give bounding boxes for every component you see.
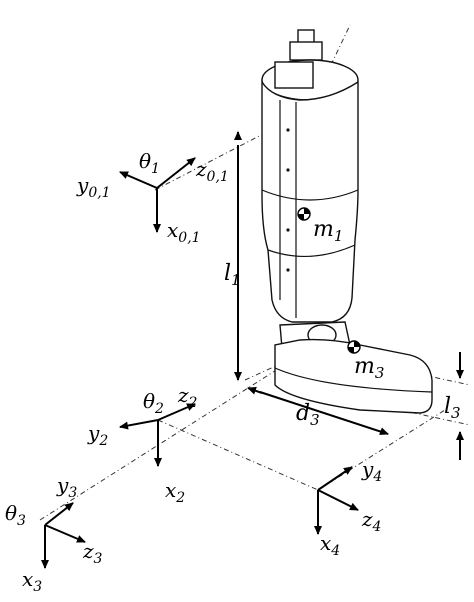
d3-arrow-left <box>247 386 263 395</box>
y3-label: y3 <box>56 473 77 501</box>
theta1-label: θ1 <box>139 149 160 177</box>
z3-axis-arrow <box>44 524 86 543</box>
top-adapter <box>289 41 323 61</box>
z2-label: z2 <box>177 383 198 411</box>
frame-3: θ3 y3 z3 x3 <box>5 473 103 595</box>
dimension-d3 <box>247 386 389 435</box>
x2-label: x2 <box>165 478 185 506</box>
m1-label: m1 <box>313 217 343 245</box>
d3-arrow-right <box>379 427 389 435</box>
z01-label: z0,1 <box>195 157 229 185</box>
rivet <box>286 128 290 132</box>
x4-label: x4 <box>320 531 340 559</box>
prosthetic-leg <box>261 29 433 414</box>
top-motor-block <box>274 61 314 89</box>
d3-label: d3 <box>296 401 320 429</box>
x3-label: x3 <box>22 567 42 595</box>
z01-axis-arrow <box>156 157 196 189</box>
frame-2: θ2 y2 z2 x2 <box>87 383 198 506</box>
shank-taper-line <box>267 244 356 257</box>
shank-seam <box>261 189 359 201</box>
upper-axis-line <box>154 119 291 191</box>
vertical-axis-line <box>299 24 351 131</box>
y01-axis-arrow <box>119 171 158 189</box>
l3-label: l3 <box>444 394 461 422</box>
y4-label: y4 <box>361 457 382 485</box>
center-of-mass-icon <box>298 208 310 220</box>
z4-label: z4 <box>361 507 381 535</box>
shank-housing <box>261 79 359 323</box>
m3-label: m3 <box>354 354 384 382</box>
foot-body <box>274 338 433 414</box>
theta3-label: θ3 <box>5 501 26 529</box>
ground-line-left <box>157 419 319 491</box>
y2-label: y2 <box>87 421 108 449</box>
theta2-label: θ2 <box>143 389 164 417</box>
rivet <box>286 228 290 232</box>
mass-marker-m1 <box>297 207 311 221</box>
y3-axis-arrow <box>44 502 74 526</box>
frame-4: y4 z4 x4 <box>314 457 382 559</box>
z3-label: z3 <box>82 539 103 567</box>
lower-diagonal-line <box>39 354 301 521</box>
d3-shaft <box>259 391 386 434</box>
rivet <box>286 168 290 172</box>
y01-label: y0,1 <box>76 173 111 201</box>
foot-sole-line <box>274 367 433 393</box>
y4-axis-arrow <box>317 466 353 491</box>
rivet <box>286 268 290 272</box>
y2-axis-arrow <box>119 419 159 430</box>
x01-label: x0,1 <box>167 218 201 246</box>
z2-axis-arrow <box>157 403 196 421</box>
mass-marker-m3 <box>347 340 361 354</box>
center-of-mass-icon <box>348 341 360 353</box>
z4-axis-arrow <box>317 489 359 511</box>
l1-label: l1 <box>224 261 241 289</box>
frame-0-1: θ1 y0,1 z0,1 x0,1 <box>76 149 229 246</box>
